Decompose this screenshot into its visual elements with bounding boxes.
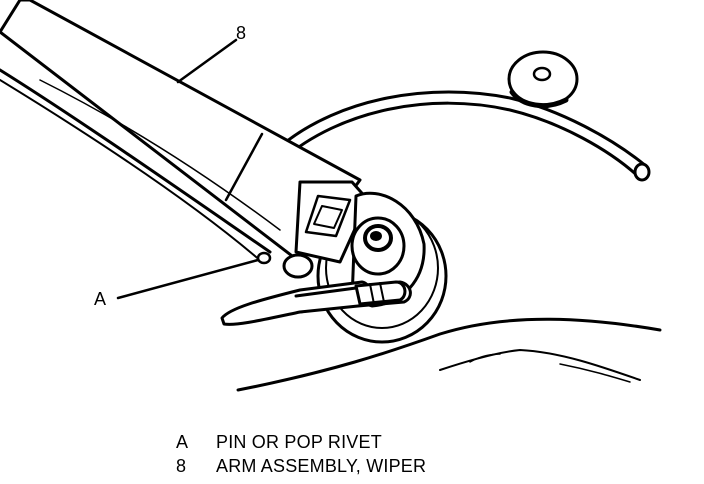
washer-hose bbox=[280, 101, 642, 180]
callout-label-8: 8 bbox=[236, 23, 247, 43]
arm-head-detail-2 bbox=[313, 205, 343, 229]
wiper-arm-body bbox=[0, 0, 362, 264]
legend-key: 8 bbox=[176, 456, 187, 476]
legend-row: A PIN OR POP RIVET bbox=[176, 430, 426, 454]
wiper-arm-lower-edge bbox=[0, 68, 272, 254]
legend-key: A bbox=[176, 432, 189, 452]
legend-row: 8 ARM ASSEMBLY, WIPER bbox=[176, 454, 426, 478]
cowl-panel-edge bbox=[236, 317, 662, 392]
arm-head-detail bbox=[304, 194, 352, 238]
leader-line-a bbox=[116, 258, 260, 300]
pin-hole bbox=[282, 253, 314, 279]
wiper-arm-lower-edge-2 bbox=[0, 79, 263, 263]
wiper-arm-fold-line bbox=[39, 79, 281, 231]
hood-detail-line-2 bbox=[469, 353, 501, 363]
washer-hose-end bbox=[633, 162, 651, 182]
arm-section-line bbox=[224, 132, 264, 202]
legend: A PIN OR POP RIVET 8 ARM ASSEMBLY, WIPER bbox=[176, 430, 426, 478]
pin-rivet bbox=[256, 251, 272, 265]
pivot-nut-center bbox=[370, 231, 382, 241]
release-tool-ring bbox=[369, 282, 385, 305]
release-tool-tip bbox=[354, 280, 407, 306]
legend-text: ARM ASSEMBLY, WIPER bbox=[216, 456, 427, 476]
grommet-hole bbox=[532, 66, 552, 82]
legend-text: PIN OR POP RIVET bbox=[216, 432, 382, 452]
hood-detail-line bbox=[439, 349, 641, 381]
washer-hose-inner bbox=[280, 90, 648, 168]
callout-label-a: A bbox=[94, 289, 107, 309]
leader-line-8 bbox=[176, 38, 238, 84]
hood-detail-line-3 bbox=[559, 363, 631, 383]
grommet-shadow bbox=[509, 89, 569, 109]
